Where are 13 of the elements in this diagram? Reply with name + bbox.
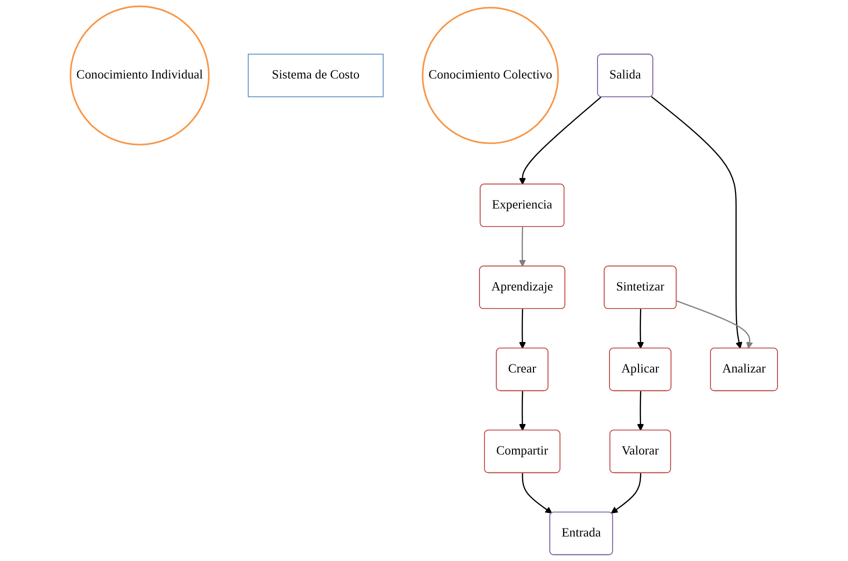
arrow — [650, 96, 742, 349]
arrow — [518, 309, 526, 349]
arrow — [518, 391, 526, 431]
arrow — [637, 309, 644, 349]
arrow — [637, 391, 644, 431]
node-box: Sistema de Costo — [248, 54, 384, 98]
arrow — [610, 473, 642, 514]
node-circle: Conocimiento Colectivo — [422, 6, 559, 144]
arrow — [518, 227, 526, 267]
arrow — [676, 300, 753, 349]
node-circle: Conocimiento Individual — [70, 6, 210, 146]
arrow — [518, 96, 602, 185]
arrow — [522, 473, 552, 514]
